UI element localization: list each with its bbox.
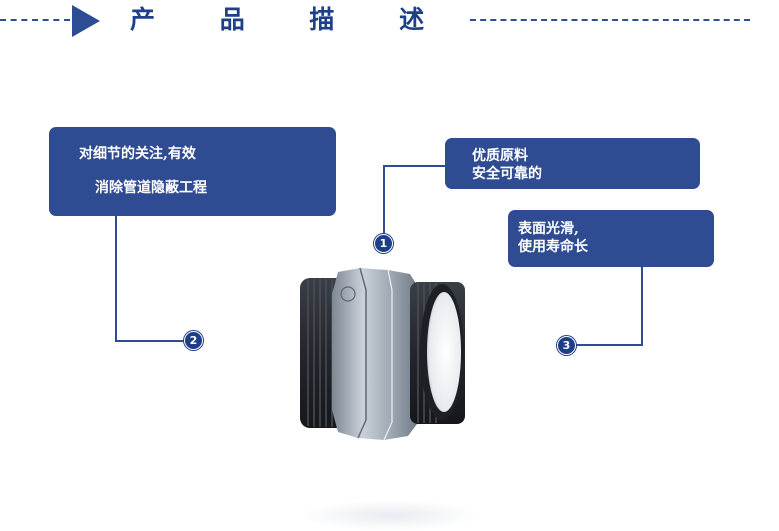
marker-3: 3 bbox=[557, 336, 576, 355]
leader-line-2-horizontal bbox=[115, 340, 185, 342]
callout-line: 优质原料 bbox=[472, 148, 528, 164]
callout-smooth-surface: 表面光滑, 使用寿命长 bbox=[508, 210, 714, 267]
header-dash-left bbox=[0, 19, 70, 21]
callout-line: 对细节的关注,有效 bbox=[79, 146, 196, 162]
pipe-hex-nipple-icon bbox=[300, 267, 465, 441]
callout-quality-material: 优质原料 安全可靠的 bbox=[445, 138, 700, 189]
marker-1: 1 bbox=[374, 234, 393, 253]
leader-line-1-horizontal bbox=[383, 165, 446, 167]
callout-line: 使用寿命长 bbox=[518, 239, 588, 255]
callout-line: 表面光滑, bbox=[518, 221, 579, 237]
section-title: 产 品 描 述 bbox=[130, 5, 453, 34]
leader-line-3-horizontal bbox=[575, 344, 643, 346]
leader-line-1-vertical bbox=[383, 165, 385, 235]
product-shadow bbox=[300, 500, 480, 531]
marker-2: 2 bbox=[184, 331, 203, 350]
leader-line-3-vertical bbox=[641, 267, 643, 345]
leader-line-2-vertical bbox=[115, 216, 117, 341]
header-arrow-icon bbox=[72, 5, 100, 37]
callout-line: 安全可靠的 bbox=[472, 166, 542, 182]
callout-detail-attention: 对细节的关注,有效 消除管道隐蔽工程 bbox=[49, 127, 336, 216]
callout-line: 消除管道隐蔽工程 bbox=[95, 180, 207, 196]
header-dash-right bbox=[470, 19, 750, 21]
